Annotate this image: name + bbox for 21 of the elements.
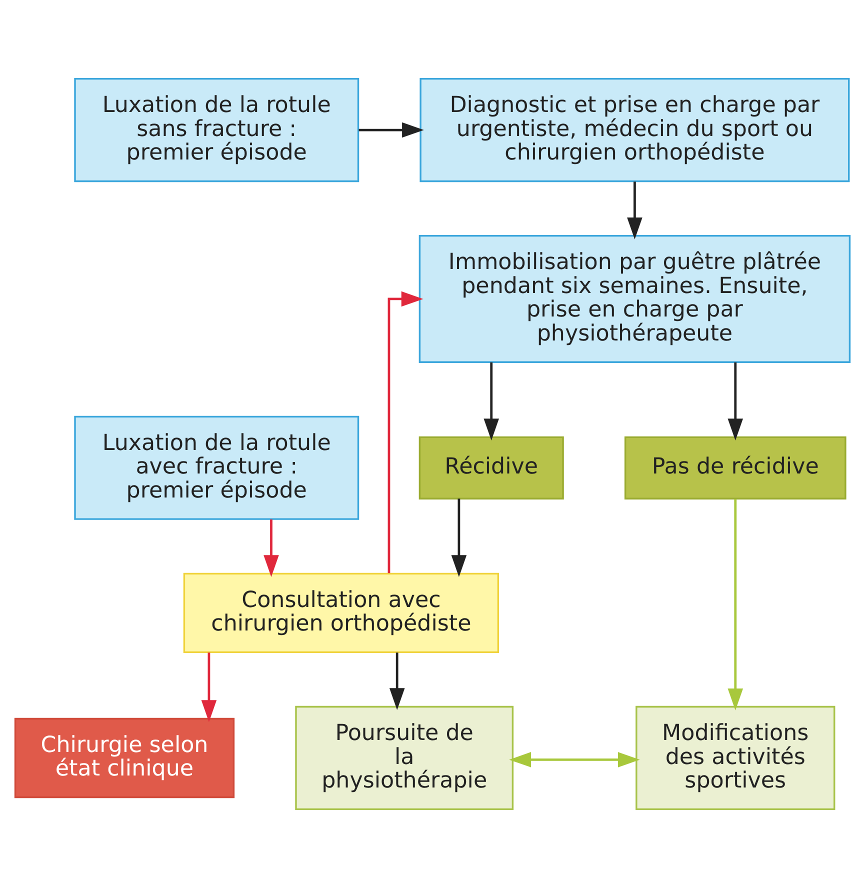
node-box: Diagnostic et prise en charge par urgentiste, médecin du sport ou chirurgien orthopédiste xyxy=(420,78,850,182)
arrow xyxy=(728,362,744,440)
node-box: Consultation avec chirurgien orthopédiste xyxy=(183,572,500,654)
node-box: Pas de récidive xyxy=(624,436,846,500)
arrow xyxy=(389,652,405,710)
node-box: Poursuite de la physiothérapie xyxy=(295,706,514,810)
arrow xyxy=(264,519,279,578)
node-box: Récidive xyxy=(418,436,564,500)
node-box: Chirurgie selon état clinique xyxy=(14,718,235,798)
arrow xyxy=(484,362,500,440)
arrow xyxy=(201,652,217,722)
arrow xyxy=(388,291,424,574)
arrow xyxy=(509,752,640,768)
node-box: Luxation de la rotule avec fracture : premier épisode xyxy=(74,416,360,520)
arrow xyxy=(627,182,642,240)
node-box: Luxation de la rotule sans fracture : premier épisode xyxy=(74,78,360,182)
arrow xyxy=(451,498,467,577)
arrow xyxy=(358,122,424,138)
arrow xyxy=(728,498,744,710)
node-box: Modifications des activités sportives xyxy=(636,706,836,810)
node-box: Immobilisation par guêtre plâtrée pendant six semaines. Ensuite, prise en charge par physiothérapeute xyxy=(418,234,851,363)
